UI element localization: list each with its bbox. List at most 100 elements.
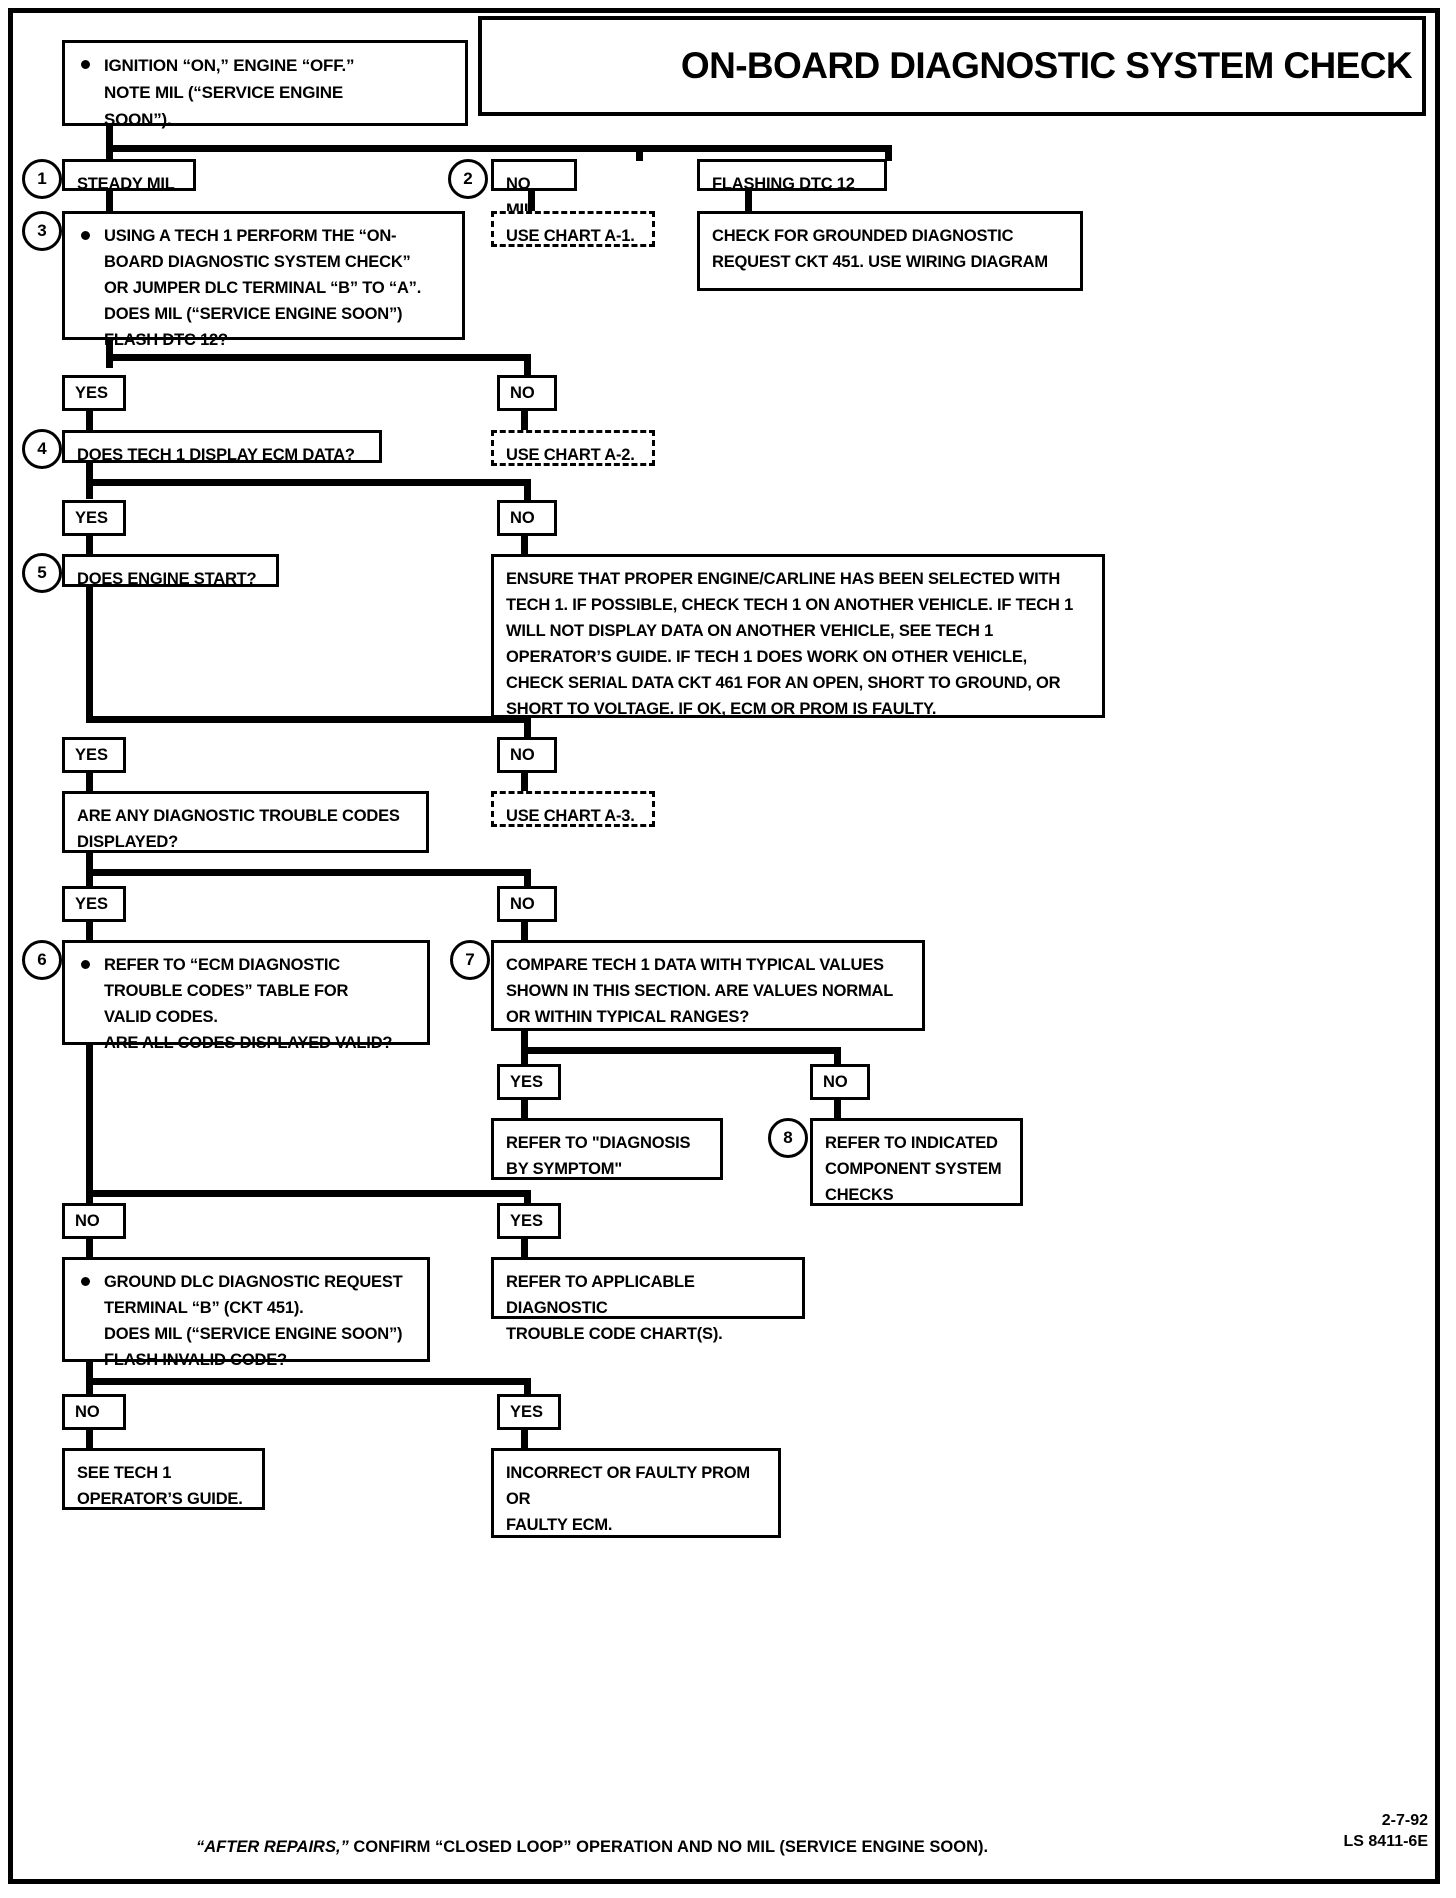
bullet-icon [81,60,90,69]
node-refer-indicated-component: REFER TO INDICATED COMPONENT SYSTEM CHEC… [810,1118,1023,1206]
connector-step6-down [86,1045,93,1203]
tag-no-3: NO [497,737,557,773]
node-no-mil: NO MIL [491,159,577,219]
connector-yes5-down [521,1100,528,1120]
tag-yes-2-label: YES [75,508,109,527]
node-use-chart-a3-text: USE CHART A-3. [506,807,635,825]
connector-yes7-down [521,1430,528,1450]
document-date: 2-7-92 [1381,1812,1428,1829]
step-7-label: 7 [465,950,475,969]
connector-no7-down [86,1430,93,1450]
tag-no-6-label: NO [75,1211,100,1230]
connector-yes6-down [521,1239,528,1259]
node-steady-mil: STEADY MIL [62,159,196,193]
chart-title-box: ON-BOARD DIAGNOSTIC SYSTEM CHECK [478,16,1426,116]
step-number-1: 1 [22,159,62,199]
node-flashing-dtc-12: FLASHING DTC 12 [697,159,887,193]
step-number-3: 3 [22,211,62,251]
tag-yes-4: YES [62,886,126,922]
connector-no5-down [834,1100,841,1120]
connector-to-no-mil [636,145,643,161]
tag-no-7: NO [62,1394,126,1430]
node-ground-dlc-request-text: GROUND DLC DIAGNOSTIC REQUEST TERMINAL “… [104,1273,403,1369]
connector-step7-bus [521,1047,841,1054]
node-check-grounded-request-text: CHECK FOR GROUNDED DIAGNOSTIC REQUEST CK… [712,227,1048,271]
node-steady-mil-text: STEADY MIL [77,175,175,193]
connector-flashing-down [745,191,752,212]
connector-dtc-no-down [524,869,531,891]
node-start-text: IGNITION “ON,” ENGINE “OFF.” NOTE MIL (“… [104,56,355,129]
node-check-grounded-request: CHECK FOR GROUNDED DIAGNOSTIC REQUEST CK… [697,211,1083,291]
tag-no-2: NO [497,500,557,536]
step-5-label: 5 [37,563,47,582]
connector-step3-no-down [524,354,531,376]
tag-yes-5: YES [497,1064,561,1100]
node-use-chart-a2-text: USE CHART A-2. [506,446,635,464]
page-border [8,8,1440,1884]
node-use-chart-a1: USE CHART A-1. [491,211,655,247]
step-1-label: 1 [37,169,47,188]
bullet-icon [81,231,90,240]
connector-no4-down [521,922,528,942]
connector-step6-bus [86,1190,531,1197]
step-3-label: 3 [37,221,47,240]
node-refer-ecm-dtc-table-text: REFER TO “ECM DIAGNOSTIC TROUBLE CODES” … [104,956,393,1052]
page-title: ON-BOARD DIAGNOSTIC SYSTEM CHECK [680,45,1413,86]
node-incorrect-faulty-prom-text: INCORRECT OR FAULTY PROM OR FAULTY ECM. [506,1464,750,1534]
node-tech1-perform-check-text: USING A TECH 1 PERFORM THE “ON- BOARD DI… [104,227,422,349]
tag-yes-7-label: YES [510,1402,544,1421]
step-8-label: 8 [783,1128,793,1147]
bullet-icon [81,1277,90,1286]
node-does-engine-start: DOES ENGINE START? [62,554,279,588]
tag-no-5-label: NO [823,1072,848,1091]
node-see-tech1-operators-guide-text: SEE TECH 1 OPERATOR’S GUIDE. [77,1464,243,1508]
node-ensure-proper-engine-text: ENSURE THAT PROPER ENGINE/CARLINE HAS BE… [506,570,1074,718]
connector-no3-down [521,773,528,793]
node-does-engine-start-text: DOES ENGINE START? [77,570,257,588]
node-refer-diagnosis-by-symptom: REFER TO "DIAGNOSIS BY SYMPTOM" [491,1118,723,1180]
connector-to-flashing [885,145,892,161]
tag-yes-5-label: YES [510,1072,544,1091]
step-2-label: 2 [463,169,473,188]
document-part-number: LS 8411-6E [1343,1833,1429,1850]
connector-top-bus [106,145,892,152]
connector-yes3-down [86,773,93,793]
connector-step4-no-down [524,479,531,501]
footer-after-repairs-note: “AFTER REPAIRS,” CONFIRM “CLOSED LOOP” O… [196,1838,988,1857]
node-refer-ecm-dtc-table: REFER TO “ECM DIAGNOSTIC TROUBLE CODES” … [62,940,430,1052]
connector-yes1-down [86,411,93,431]
connector-yes2-down [86,536,93,556]
node-refer-diagnosis-by-symptom-text: REFER TO "DIAGNOSIS BY SYMPTOM" [506,1134,691,1178]
connector-step7-no-down [834,1047,841,1069]
connector-nomil-down [528,191,535,212]
connector-step4-bus [86,479,531,486]
step-number-5: 5 [22,553,62,593]
tag-yes-1: YES [62,375,126,411]
node-tech1-display-ecm-data: DOES TECH 1 DISPLAY ECM DATA? [62,430,382,464]
node-refer-applicable-dtc-chart-text: REFER TO APPLICABLE DIAGNOSTIC TROUBLE C… [506,1273,723,1343]
tag-no-3-label: NO [510,745,535,764]
tag-no-2-label: NO [510,508,535,527]
tag-yes-1-label: YES [75,383,109,402]
step-number-8: 8 [768,1118,808,1158]
step-4-label: 4 [37,439,47,458]
tag-yes-7: YES [497,1394,561,1430]
node-compare-tech1-data: COMPARE TECH 1 DATA WITH TYPICAL VALUES … [491,940,925,1031]
connector-no1-down [521,411,528,431]
footer-note-rest-part: CONFIRM “CLOSED LOOP” OPERATION AND NO M… [348,1838,989,1856]
step-number-6: 6 [22,940,62,980]
document-id-block: 2-7-92 LS 8411-6E [1344,1810,1429,1852]
tag-no-5: NO [810,1064,870,1100]
connector-no6-down [86,1239,93,1259]
connector-step6-yes-down [524,1190,531,1212]
footer-note-italic-part: “AFTER REPAIRS,” [196,1838,349,1856]
tag-no-6: NO [62,1203,126,1239]
tag-no-4: NO [497,886,557,922]
tag-no-1: NO [497,375,557,411]
node-compare-tech1-data-text: COMPARE TECH 1 DATA WITH TYPICAL VALUES … [506,956,894,1026]
node-use-chart-a1-text: USE CHART A-1. [506,227,635,245]
step-number-2: 2 [448,159,488,199]
connector-grounddlc-bus [86,1378,531,1385]
connector-step5-no-down [524,716,531,738]
